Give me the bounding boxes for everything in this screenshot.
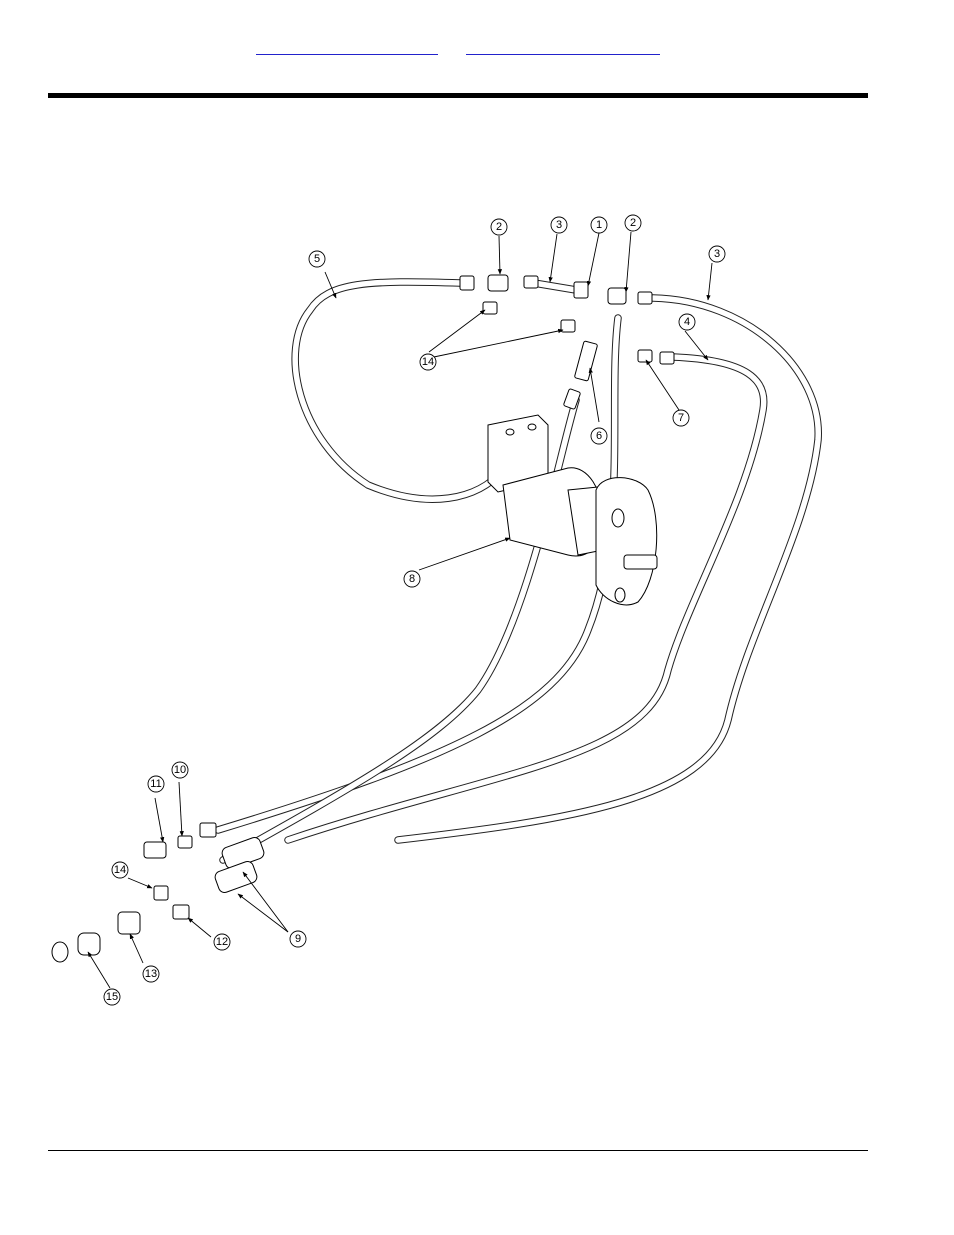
svg-text:14: 14 [422, 356, 434, 368]
svg-text:11: 11 [150, 778, 161, 790]
hydraulic-parts-diagram: 1 2 2 3 3 4 5 6 7 8 9 10 11 12 13 14 14 … [48, 200, 838, 1015]
svg-text:5: 5 [314, 253, 320, 265]
svg-text:8: 8 [409, 573, 415, 585]
footer-rule [48, 1150, 868, 1151]
callout-9: 9 [290, 931, 306, 947]
callout-8: 8 [404, 571, 420, 587]
callout-5: 5 [309, 251, 325, 267]
callout-13: 13 [143, 966, 159, 982]
callout-1: 1 [591, 217, 607, 233]
svg-text:6: 6 [596, 430, 602, 442]
svg-text:13: 13 [145, 968, 157, 980]
svg-text:2: 2 [630, 217, 636, 229]
header-link-2[interactable] [466, 38, 660, 55]
hydraulic-motor [488, 415, 657, 605]
svg-text:7: 7 [678, 412, 684, 424]
callout-2b: 2 [625, 215, 641, 231]
callout-3b: 3 [709, 246, 725, 262]
callout-6: 6 [591, 428, 607, 444]
svg-text:14: 14 [114, 864, 126, 876]
callout-12: 12 [214, 934, 230, 950]
header-link-1[interactable] [256, 38, 438, 55]
hoses [218, 282, 818, 860]
svg-text:4: 4 [684, 316, 690, 328]
callout-11: 11 [148, 776, 164, 792]
callout-7: 7 [673, 410, 689, 426]
callout-2a: 2 [491, 219, 507, 235]
svg-text:3: 3 [714, 248, 720, 260]
top-fittings [460, 275, 674, 410]
callout-14a: 14 [420, 354, 436, 370]
svg-text:9: 9 [295, 933, 301, 945]
svg-text:15: 15 [106, 991, 118, 1003]
svg-text:12: 12 [216, 936, 228, 948]
svg-text:1: 1 [596, 219, 602, 231]
callout-3a: 3 [551, 217, 567, 233]
svg-text:2: 2 [496, 221, 502, 233]
header-rule [48, 93, 868, 98]
svg-text:3: 3 [556, 219, 562, 231]
quick-couplers [52, 823, 266, 962]
callout-4: 4 [679, 314, 695, 330]
callout-14b: 14 [112, 862, 128, 878]
callout-15: 15 [104, 989, 120, 1005]
callout-10: 10 [172, 762, 188, 778]
svg-text:10: 10 [174, 764, 186, 776]
